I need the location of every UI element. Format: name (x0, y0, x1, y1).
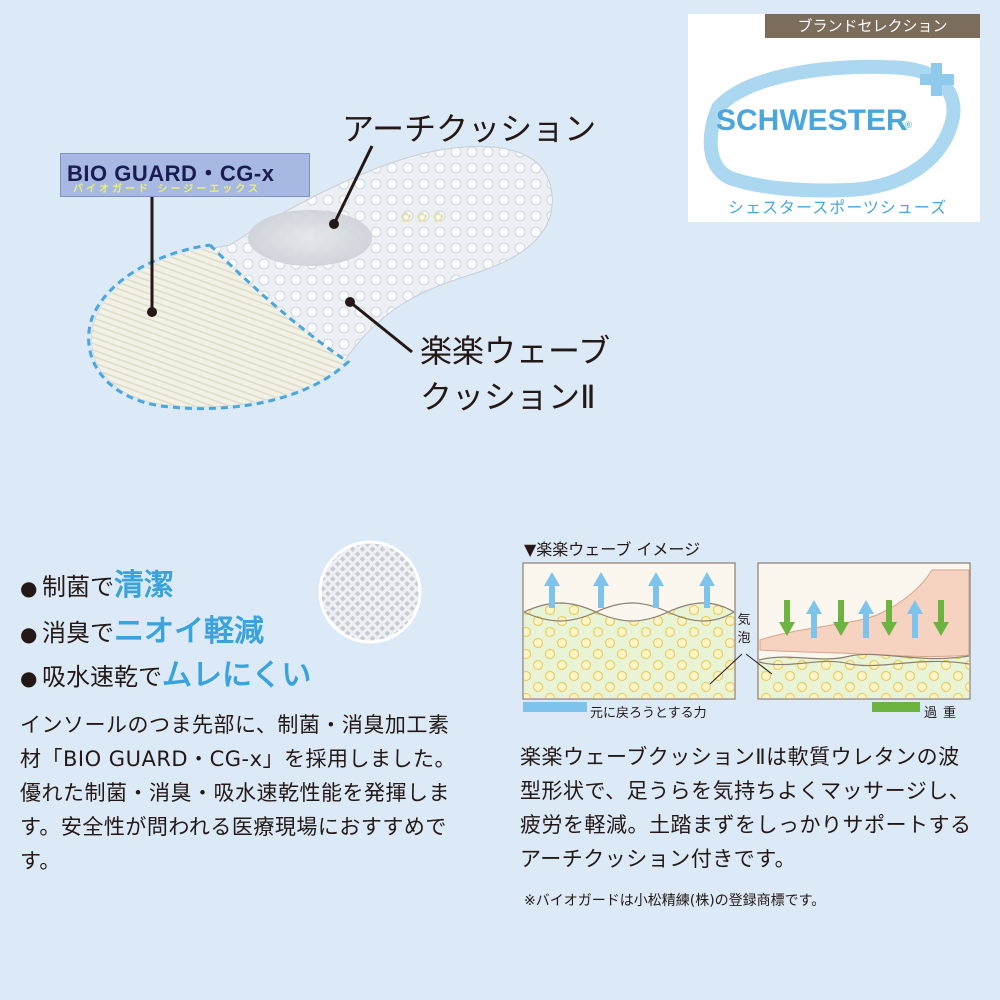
legend-up-swatch (523, 702, 587, 712)
brand-registered-mark: ® (904, 121, 913, 131)
arch-leader (332, 145, 374, 225)
wave-image-diagrams (522, 562, 971, 712)
arch-cushion (248, 210, 372, 266)
feature-prefix: 消臭で (42, 619, 114, 647)
brand-subtitle: シェスタースポーツシューズ (728, 198, 948, 217)
feature-quick-dry: ●吸水速乾でムレにくい (20, 650, 311, 694)
bio-guard-badge: BIO GUARD・CG-x バイオガード シージーエックス (60, 153, 310, 197)
legend-up-label: 元に戻ろうとする力 (590, 706, 707, 721)
feature-highlight: ムレにくい (162, 658, 312, 693)
wave-panel-rest (522, 562, 736, 700)
toe-dashed-outline (87, 243, 351, 411)
wave-cushion-label: 楽楽ウェーブ クッションⅡ (420, 328, 610, 420)
foot-outline-logo (703, 59, 961, 198)
feature-prefix: 制菌で (42, 573, 114, 601)
feature-highlight: 清潔 (114, 568, 174, 603)
wave-cushion-description: 楽楽ウェーブクッションⅡは軟質ウレタンの波型形状で、足うらを気持ちよくマッサージ… (520, 745, 972, 871)
bullet-icon: ● (20, 576, 38, 600)
bio-guard-kana: バイオガード シージーエックス (73, 184, 261, 195)
brand-name: SCHWESTER (716, 104, 908, 137)
svg-text:✿ ✿ ✿: ✿ ✿ ✿ (400, 210, 444, 226)
brand-selection-tag: ブランドセレクション (765, 14, 980, 38)
feature-deodorant: ●消臭でニオイ軽減 (20, 606, 264, 650)
legend-down-swatch (872, 702, 920, 712)
bullet-icon: ● (20, 666, 38, 690)
wave-panel-loaded (757, 562, 971, 700)
arch-cushion-label: アーチクッション (342, 110, 597, 148)
bio-guard-description: インソールのつま先部に、制菌・消臭加工素材「BIO GUARD・CG-x」を採用… (20, 713, 457, 873)
wave-cushion-label-line2: クッションⅡ (420, 378, 596, 416)
trademark-footnote: ※バイオガードは小松精練(株)の登録商標です。 (524, 893, 826, 909)
insole-illustration: ✿ ✿ ✿ (87, 145, 553, 411)
mesh-closeup-image (318, 540, 422, 644)
wave-image-title: ▼楽楽ウェーブ イメージ (524, 540, 701, 559)
bubble-label: 気泡 (737, 613, 751, 646)
feature-prefix: 吸水速乾で (42, 663, 162, 691)
brand-selection-box: ブランドセレクション SCHWESTER ® シェスタースポーツシューズ (688, 14, 980, 222)
bio-guard-title: BIO GUARD・CG-x (67, 161, 275, 186)
feature-highlight: ニオイ軽減 (114, 614, 264, 649)
bullet-icon: ● (20, 622, 38, 646)
wave-cushion-label-line1: 楽楽ウェーブ (420, 332, 611, 370)
feature-antibacterial: ●制菌で清潔 (20, 560, 174, 604)
legend-down-label: 過重 (924, 706, 963, 721)
toe-mesh-area (91, 248, 345, 407)
wave-leader (349, 300, 413, 354)
